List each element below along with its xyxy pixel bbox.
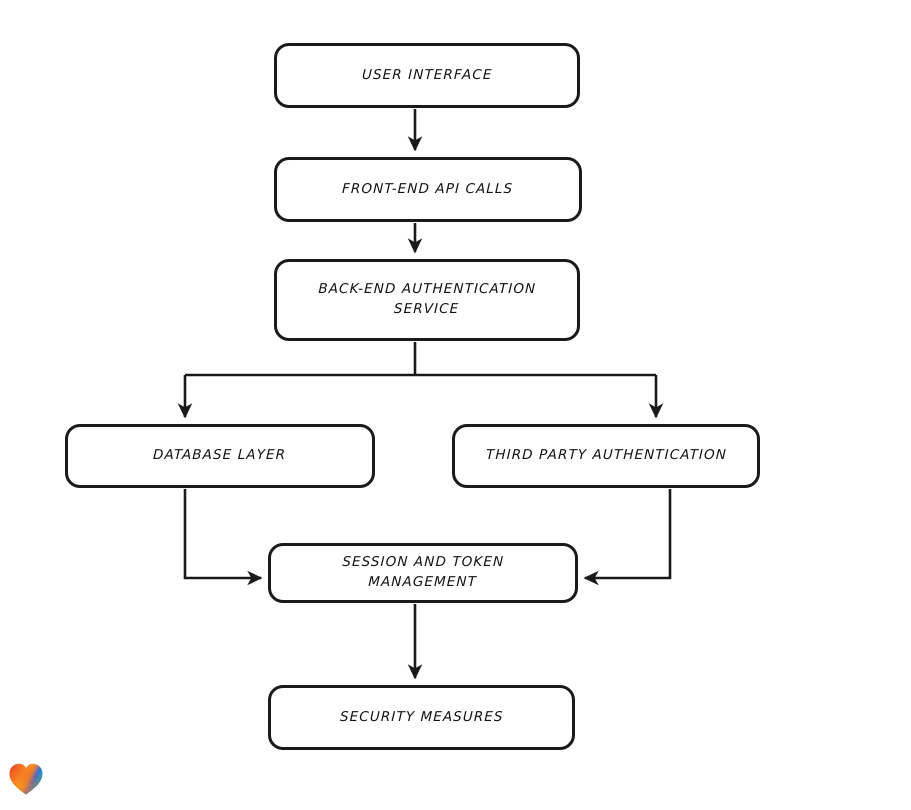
edge-thirdparty-to-session <box>583 489 672 586</box>
node-session-and-token-management[interactable]: Session and Token Management <box>268 543 578 603</box>
node-user-interface-label: User Interface <box>361 66 493 83</box>
node-session-and-token-management-label: Session and Token Management <box>342 554 505 590</box>
node-third-party-authentication[interactable]: Third Party Authentication <box>452 424 760 488</box>
node-database-layer-label: Database Layer <box>153 447 287 464</box>
node-third-party-authentication-label: Third Party Authentication <box>485 447 727 464</box>
node-frontend-api-calls-label: Front-End API Calls <box>342 180 514 197</box>
node-database-layer[interactable]: Database Layer <box>65 424 375 488</box>
node-security-measures[interactable]: Security Measures <box>268 685 575 750</box>
node-security-measures-label: Security Measures <box>339 708 504 725</box>
node-backend-authentication-service[interactable]: Back-End Authentication Service <box>274 259 580 341</box>
edge-database-to-session <box>183 489 263 586</box>
node-frontend-api-calls[interactable]: Front-End API Calls <box>274 157 582 222</box>
node-user-interface[interactable]: User Interface <box>274 43 580 108</box>
node-backend-authentication-service-label: Back-End Authentication Service <box>318 281 537 317</box>
heart-icon <box>9 763 43 795</box>
